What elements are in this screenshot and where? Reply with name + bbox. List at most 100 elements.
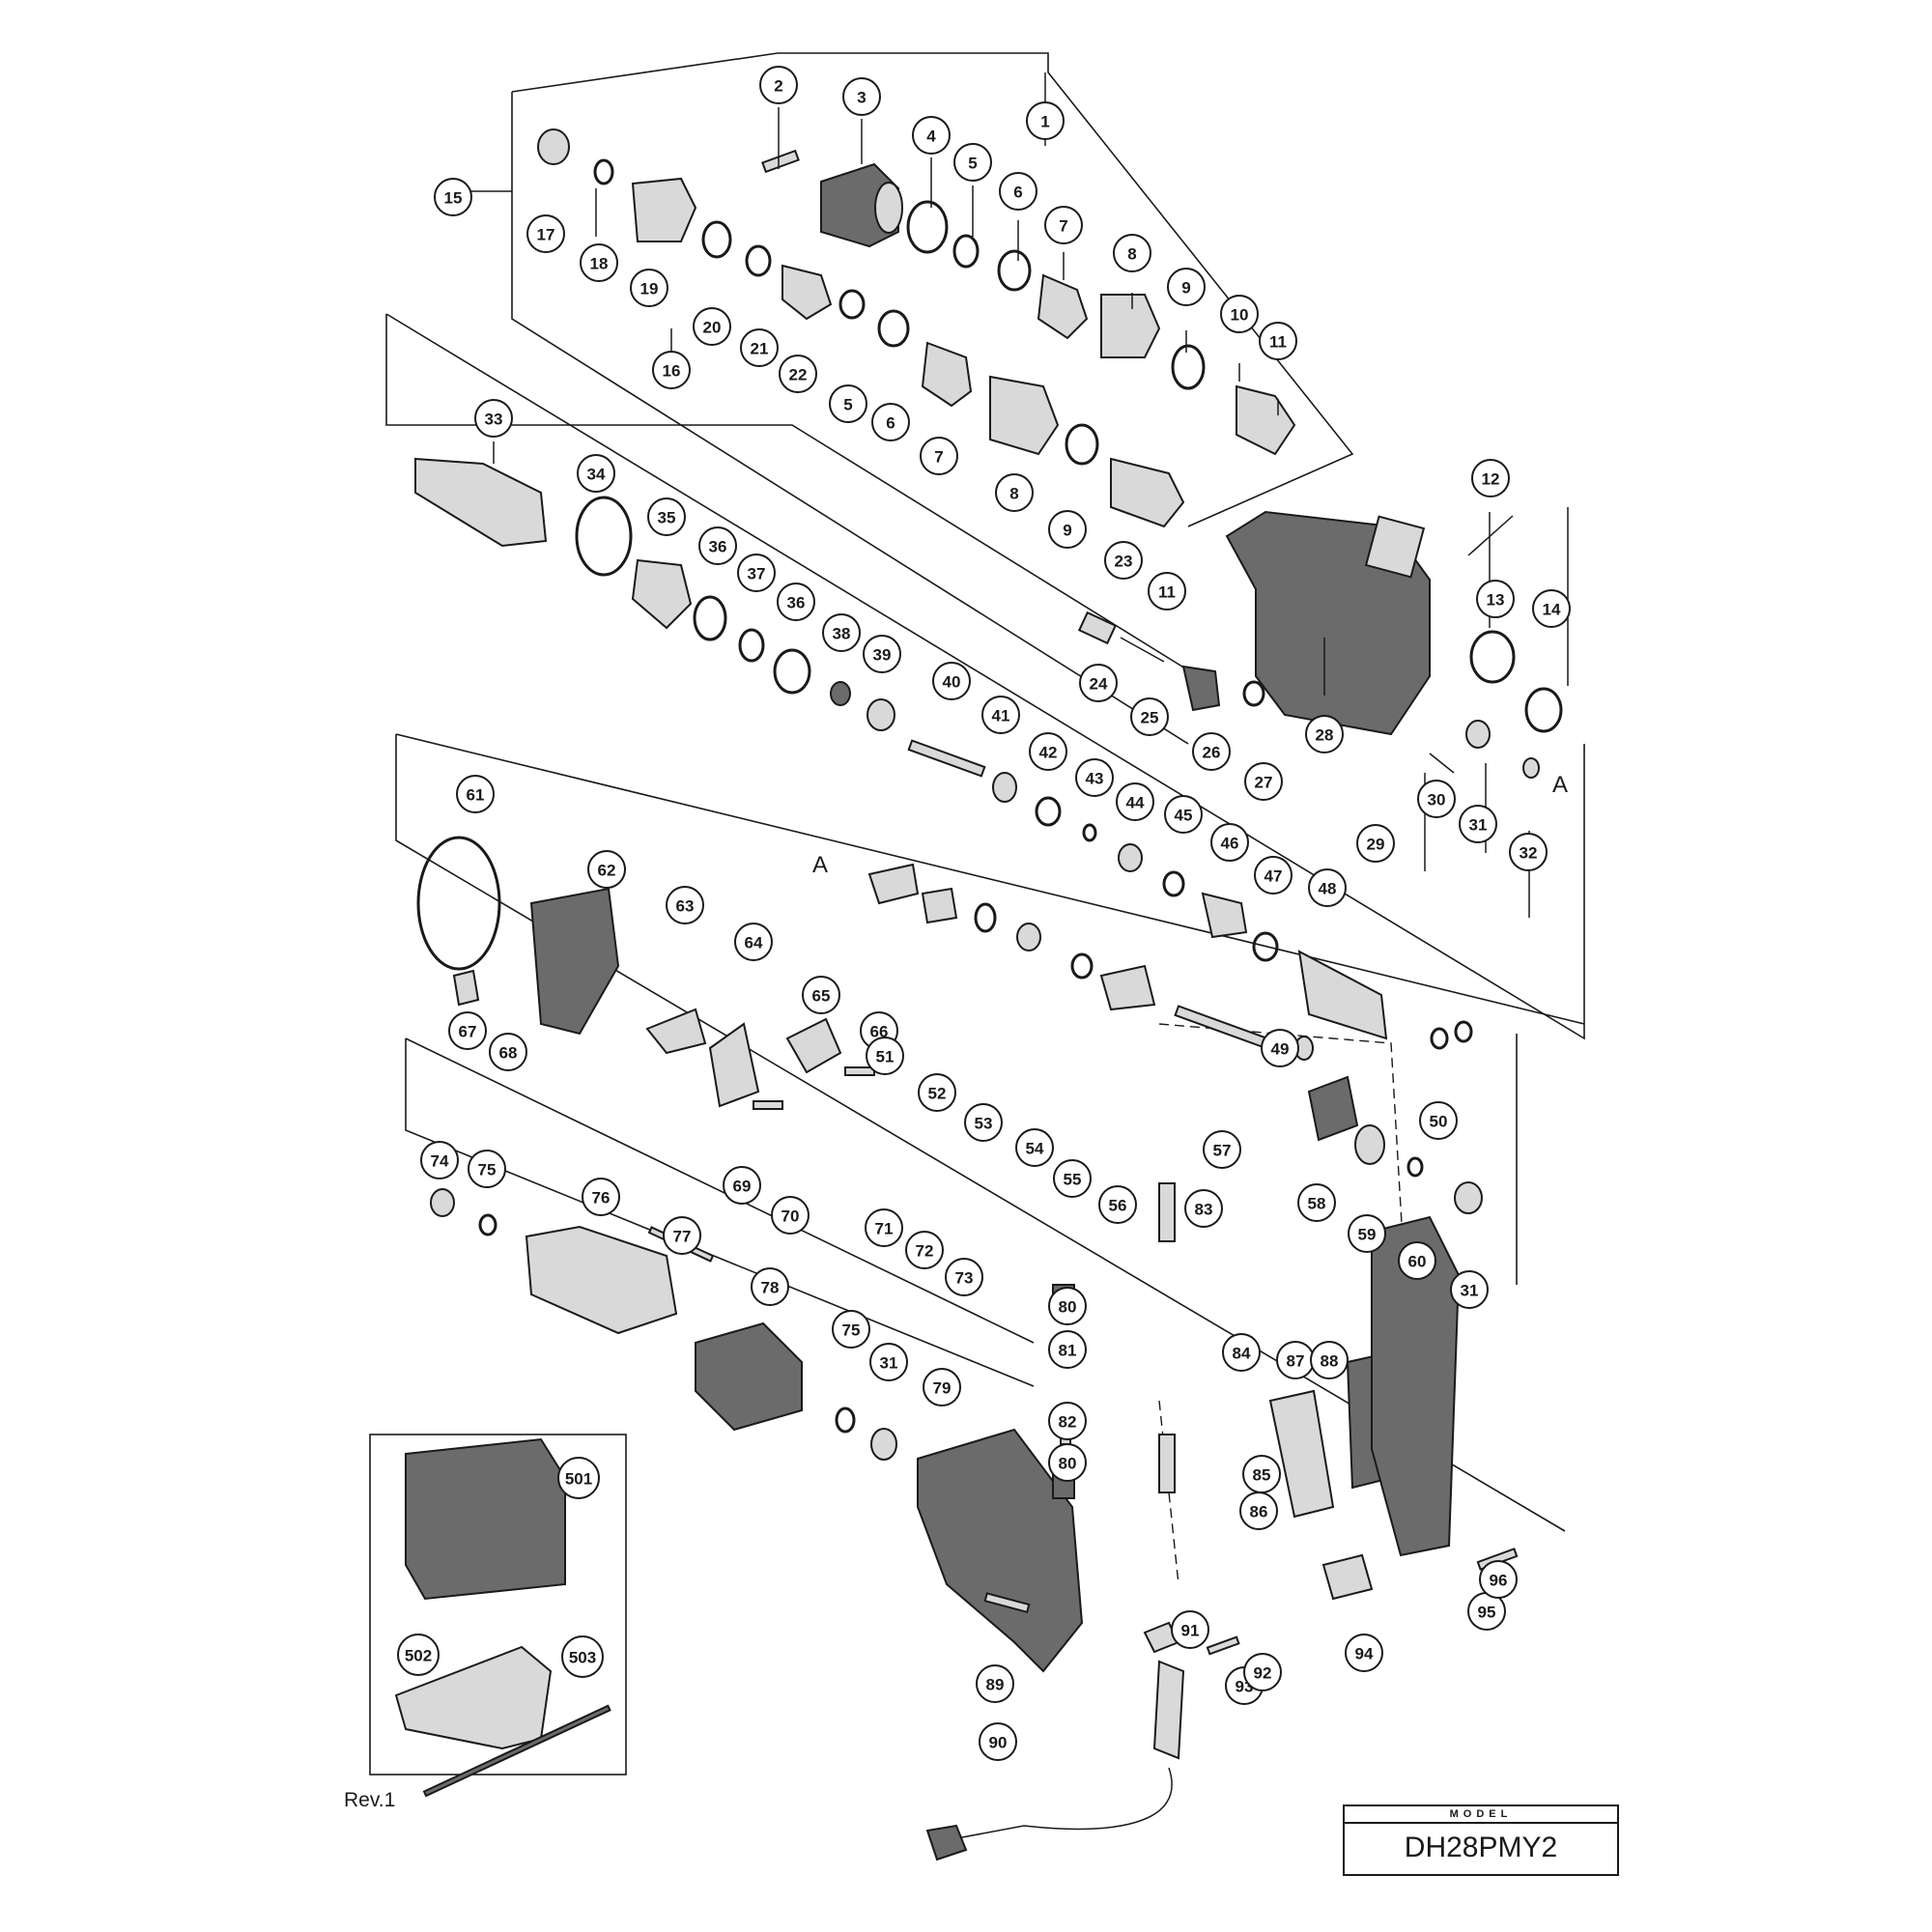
callout-circle <box>723 1166 761 1205</box>
callout-63: 63 <box>666 886 704 924</box>
callout-label: 44 <box>1126 794 1145 812</box>
callout-circle <box>587 850 626 889</box>
callout-label: 95 <box>1478 1604 1496 1622</box>
callout-circle <box>1048 1330 1087 1369</box>
callout-label: 78 <box>761 1279 780 1297</box>
callout-57: 57 <box>1203 1130 1241 1169</box>
callout-circle <box>1184 1189 1223 1228</box>
callout-circle <box>1345 1634 1383 1672</box>
callout-46: 46 <box>1210 823 1249 862</box>
callout-circle <box>1210 823 1249 862</box>
callout-circle <box>1048 1402 1087 1440</box>
callout-23: 23 <box>1104 541 1143 580</box>
callout-label: 85 <box>1253 1466 1271 1485</box>
callout-44: 44 <box>1116 782 1154 821</box>
callout-50: 50 <box>1419 1101 1458 1140</box>
callout-circle <box>1026 101 1065 140</box>
callout-29: 29 <box>1356 824 1395 863</box>
callout-label: 91 <box>1181 1622 1200 1640</box>
callout-circle <box>1079 664 1118 702</box>
callout-83: 83 <box>1184 1189 1223 1228</box>
revision-label: Rev.1 <box>344 1789 396 1811</box>
model-box: MODEL DH28PMY2 <box>1343 1804 1619 1876</box>
callout-circle <box>456 775 495 813</box>
callout-circle <box>829 384 867 423</box>
callout-33: 33 <box>474 399 513 438</box>
callout-96: 96 <box>1479 1560 1518 1599</box>
callout-circle <box>434 178 472 216</box>
callout-label: 74 <box>431 1152 449 1171</box>
callout-92: 92 <box>1243 1653 1282 1691</box>
callout-circle <box>1310 1341 1349 1379</box>
callout-circle <box>822 613 861 652</box>
callout-65: 65 <box>802 976 840 1014</box>
callout-circle <box>932 662 971 700</box>
callout-label: 21 <box>751 340 769 358</box>
callout-label: 80 <box>1059 1455 1077 1473</box>
callout-circle <box>842 77 881 116</box>
callout-label: 13 <box>1487 591 1505 610</box>
callout-circle <box>1098 1185 1137 1224</box>
callout-circle <box>863 635 901 673</box>
callout-circle <box>1044 206 1083 244</box>
callout-label: 501 <box>565 1470 592 1489</box>
callout-circle <box>979 1722 1017 1761</box>
callout-label: 29 <box>1367 836 1385 854</box>
callout-circle <box>995 473 1034 512</box>
callout-59: 59 <box>1348 1214 1386 1253</box>
callout-circle <box>663 1216 701 1255</box>
callout-70: 70 <box>771 1196 810 1235</box>
callout-67: 67 <box>448 1011 487 1050</box>
callout-label: 23 <box>1115 553 1133 571</box>
ref-letter-a-bottom: A <box>812 852 828 878</box>
callout-label: 503 <box>569 1649 596 1667</box>
callout-label: 65 <box>812 987 831 1006</box>
callout-label: 2 <box>774 77 782 96</box>
callout-label: 31 <box>880 1354 898 1373</box>
callout-14: 14 <box>1532 589 1571 628</box>
callout-10: 10 <box>1220 295 1259 333</box>
callout-circle <box>1476 580 1515 618</box>
callout-41: 41 <box>981 696 1020 734</box>
callout-9: 9 <box>1048 510 1087 549</box>
callout-circle <box>1532 589 1571 628</box>
callout-circle <box>866 1037 904 1075</box>
callout-label: 56 <box>1109 1197 1127 1215</box>
callout-label: 51 <box>876 1048 895 1066</box>
callout-circle <box>1029 732 1067 771</box>
callout-label: 83 <box>1195 1201 1213 1219</box>
callout-label: 38 <box>833 625 851 643</box>
callout-label: 68 <box>499 1044 518 1063</box>
callout-76: 76 <box>582 1178 620 1216</box>
callout-48: 48 <box>1308 868 1347 907</box>
callout-circle <box>1171 1610 1209 1649</box>
callout-label: 64 <box>745 934 763 952</box>
callout-label: 70 <box>781 1208 800 1226</box>
callout-8: 8 <box>1113 234 1151 272</box>
callout-label: 30 <box>1428 791 1446 810</box>
callout-label: 26 <box>1203 744 1221 762</box>
callout-circle <box>1048 1443 1087 1482</box>
callout-circle <box>905 1231 944 1269</box>
callout-6: 6 <box>999 172 1037 211</box>
callout-label: 34 <box>587 466 606 484</box>
callout-circle <box>1148 572 1186 611</box>
callout-84: 84 <box>1222 1333 1261 1372</box>
callout-91: 91 <box>1171 1610 1209 1649</box>
callout-circle <box>474 399 513 438</box>
callout-32: 32 <box>1509 833 1548 871</box>
callout-6: 6 <box>871 403 910 441</box>
callout-circle <box>871 403 910 441</box>
callout-circle <box>448 1011 487 1050</box>
callout-34: 34 <box>577 454 615 493</box>
callout-label: 20 <box>703 319 722 337</box>
callout-label: 14 <box>1543 601 1561 619</box>
callout-label: 47 <box>1264 867 1283 886</box>
callout-label: 25 <box>1141 709 1159 727</box>
callout-85: 85 <box>1242 1455 1281 1493</box>
carrying-case-part <box>405 1437 566 1601</box>
callout-circle <box>420 1141 459 1179</box>
callout-circle <box>1243 1653 1282 1691</box>
callout-94: 94 <box>1345 1634 1383 1672</box>
callout-74: 74 <box>420 1141 459 1179</box>
